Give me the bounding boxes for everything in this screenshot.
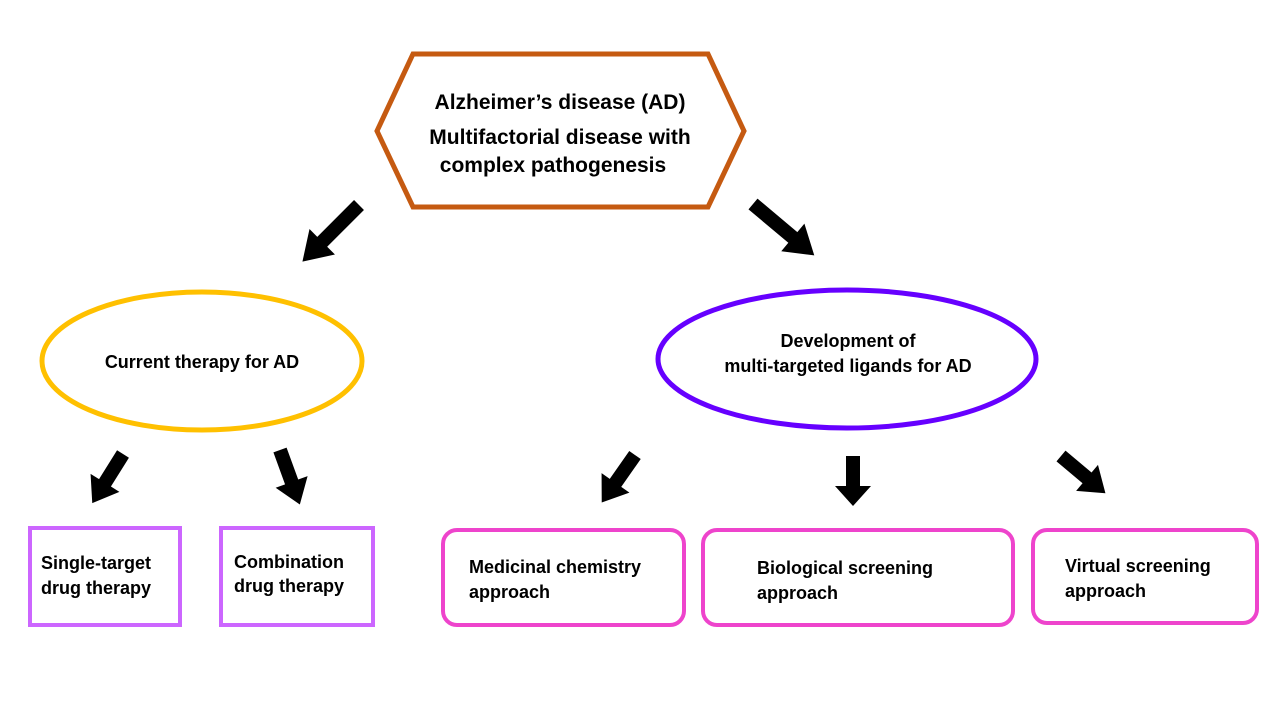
biological-screening-box — [701, 528, 1015, 627]
multi-targeted-label-line2: multi-targeted ligands for AD — [724, 356, 971, 376]
biological-screening-label-line1: Biological screening — [757, 558, 933, 578]
medicinal-chemistry-box — [441, 528, 686, 627]
multi-targeted-label-line1: Development of — [780, 331, 916, 351]
current-therapy-label: Current therapy for AD — [105, 352, 299, 372]
biological-screening-node: Biological screening approach — [701, 528, 1015, 627]
root-hexagon — [374, 51, 747, 210]
current-therapy-node: Current therapy for AD — [39, 289, 365, 433]
virtual-screening-node: Virtual screening approach — [1031, 528, 1259, 625]
root-node: Alzheimer’s disease (AD) Multifactorial … — [374, 51, 747, 210]
single-target-node: Single-target drug therapy — [28, 526, 182, 627]
single-target-label-line2: drug therapy — [41, 578, 151, 598]
root-subtitle-line1: Multifactorial disease with — [429, 126, 690, 149]
biological-screening-label-line2: approach — [757, 583, 838, 603]
medicinal-chemistry-label-line2: approach — [469, 582, 550, 602]
arrow-group — [90, 198, 1106, 506]
virtual-screening-box — [1031, 528, 1259, 625]
combination-node: Combination drug therapy — [219, 526, 375, 627]
multi-targeted-ellipse — [655, 287, 1039, 431]
arrow-to-combination — [273, 447, 308, 505]
multi-targeted-node: Development of multi-targeted ligands fo… — [655, 287, 1039, 431]
single-target-box — [28, 526, 182, 627]
virtual-screening-label-line2: approach — [1065, 581, 1146, 601]
single-target-label-line1: Single-target — [41, 553, 151, 573]
arrow-to-medicinal-chemistry — [601, 450, 641, 503]
combination-label-line1: Combination — [234, 552, 344, 572]
root-title: Alzheimer’s disease (AD) — [435, 91, 686, 114]
medicinal-chemistry-label-line1: Medicinal chemistry — [469, 557, 641, 577]
arrow-to-biological-screening — [835, 456, 871, 506]
current-therapy-ellipse — [39, 289, 365, 433]
arrow-to-single-target — [90, 450, 129, 504]
arrow-root-to-multi-targeted — [748, 198, 815, 256]
root-subtitle-line2: complex pathogenesis — [440, 154, 666, 177]
arrow-root-to-current-therapy — [302, 200, 364, 262]
arrow-to-virtual-screening — [1056, 450, 1106, 494]
virtual-screening-label-line1: Virtual screening — [1065, 556, 1211, 576]
combination-box — [219, 526, 375, 627]
combination-label-line2: drug therapy — [234, 576, 344, 596]
medicinal-chemistry-node: Medicinal chemistry approach — [441, 528, 686, 627]
